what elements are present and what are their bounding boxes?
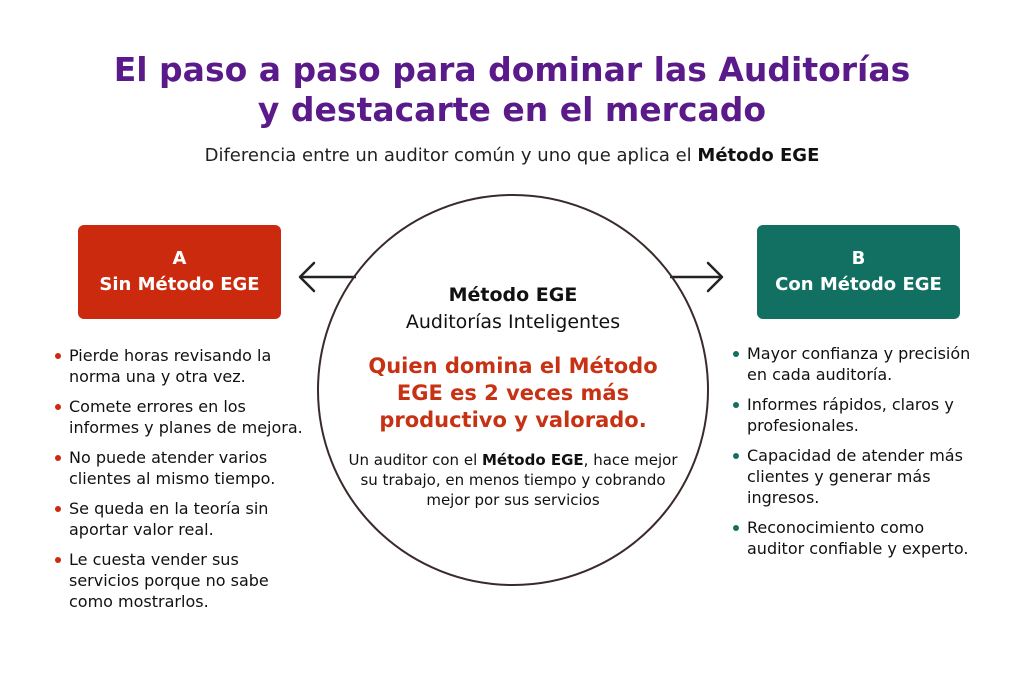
list-b-item: Informes rápidos, claros y profesionales… (733, 394, 978, 436)
list-b-item: Reconocimiento como auditor confiable y … (733, 517, 978, 559)
list-b-item-text: Mayor confianza y precisión en cada audi… (747, 344, 971, 384)
bullet-icon (733, 351, 739, 357)
list-a-item-text: No puede atender varios clientes al mism… (69, 448, 276, 488)
list-a-item-text: Comete errores en los informes y planes … (69, 397, 303, 437)
list-b-item-text: Informes rápidos, claros y profesionales… (747, 395, 954, 435)
bullet-icon (55, 404, 61, 410)
arrow-right-icon (670, 261, 724, 293)
subtitle: Diferencia entre un auditor común y uno … (0, 145, 1024, 166)
bullet-icon (55, 353, 61, 359)
list-b-item: Capacidad de atender más clientes y gene… (733, 445, 978, 508)
box-a-label: Sin Método EGE (99, 274, 260, 295)
list-sin-metodo: Pierde horas revisando la norma una y ot… (55, 345, 310, 621)
list-a-item-text: Pierde horas revisando la norma una y ot… (69, 346, 272, 386)
box-a-letter: A (172, 248, 187, 269)
bullet-icon (733, 525, 739, 531)
center-body-prefix: Un auditor con el (348, 451, 482, 469)
bullet-icon (733, 402, 739, 408)
bullet-icon (55, 557, 61, 563)
list-a-item-text: Le cuesta vender sus servicios porque no… (69, 550, 269, 611)
center-highlight: Quien domina el Método EGE es 2 veces má… (368, 354, 658, 432)
title-line-1: El paso a paso para dominar las Auditorí… (113, 50, 911, 89)
list-a-item-text: Se queda en la teoría sin aportar valor … (69, 499, 269, 539)
list-a-item: Pierde horas revisando la norma una y ot… (55, 345, 310, 387)
arrow-left-icon (298, 261, 356, 293)
bullet-icon (733, 453, 739, 459)
box-b-letter: B (851, 248, 866, 269)
list-a-item: Comete errores en los informes y planes … (55, 396, 310, 438)
list-a-item: Le cuesta vender sus servicios porque no… (55, 549, 310, 612)
list-a-item: No puede atender varios clientes al mism… (55, 447, 310, 489)
title-line-2: y destacarte en el mercado (257, 90, 767, 129)
center-circle (317, 194, 709, 586)
list-a-item: Se queda en la teoría sin aportar valor … (55, 498, 310, 540)
list-b-item-text: Reconocimiento como auditor confiable y … (747, 518, 969, 558)
center-title: Método EGE (448, 284, 578, 306)
subtitle-text: Diferencia entre un auditor común y uno … (204, 145, 698, 166)
center-body: Un auditor con el Método EGE, hace mejor… (345, 450, 681, 510)
box-b-con-metodo: B Con Método EGE (757, 225, 960, 319)
list-con-metodo: Mayor confianza y precisión en cada audi… (733, 343, 978, 568)
subtitle-bold: Método EGE (697, 145, 820, 166)
list-b-item: Mayor confianza y precisión en cada audi… (733, 343, 978, 385)
box-a-sin-metodo: A Sin Método EGE (78, 225, 281, 319)
center-body-bold: Método EGE (482, 451, 584, 469)
box-b-label: Con Método EGE (775, 274, 942, 295)
center-subtitle: Auditorías Inteligentes (405, 311, 621, 333)
page-title: El paso a paso para dominar las Auditorí… (0, 50, 1024, 130)
bullet-icon (55, 506, 61, 512)
center-body-suffix: , hace mejor su trabajo, en menos tiempo… (360, 451, 678, 509)
bullet-icon (55, 455, 61, 461)
list-b-item-text: Capacidad de atender más clientes y gene… (747, 446, 963, 507)
